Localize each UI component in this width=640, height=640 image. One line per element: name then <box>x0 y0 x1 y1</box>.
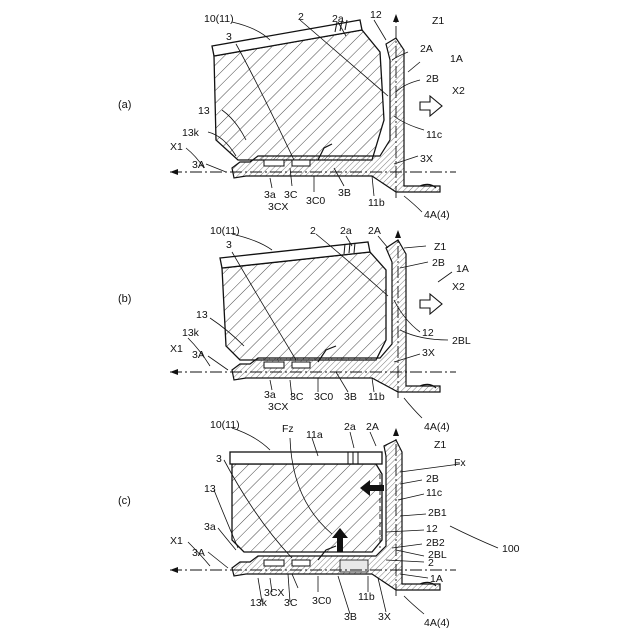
ref-3X: 3X <box>378 611 391 623</box>
axis-x1-label: X1 <box>170 141 183 153</box>
ref-2B: 2B <box>426 73 439 85</box>
axis-x1-arrowhead <box>170 169 178 175</box>
ref-cartridge: 10(11) <box>210 225 240 237</box>
ref-3C0: 3C0 <box>312 595 331 607</box>
ref-3: 3 <box>226 31 232 43</box>
ref-1A: 1A <box>430 573 443 585</box>
ref-11c: 11c <box>426 129 442 141</box>
ref-13: 13 <box>204 483 216 495</box>
force-fz-label: Fz <box>282 423 294 435</box>
ref-3B: 3B <box>344 611 357 623</box>
ref-2B: 2B <box>426 473 439 485</box>
ref-13k: 13k <box>182 327 200 339</box>
ref-3A: 3A <box>192 349 205 361</box>
ref-3C: 3C <box>284 597 298 609</box>
ref-3B: 3B <box>344 391 357 403</box>
ref-13: 13 <box>196 309 208 321</box>
axis-x1-label: X1 <box>170 535 183 547</box>
ref-3a: 3a <box>204 521 216 533</box>
ref-cartridge: 10(11) <box>204 13 234 25</box>
ref-13: 13 <box>198 105 210 117</box>
ref-3C: 3C <box>284 189 298 201</box>
axis-z1-arrowhead <box>393 428 399 436</box>
ref-2a: 2a <box>332 13 344 25</box>
ref-2B2: 2B2 <box>426 537 445 549</box>
ref-11b: 11b <box>368 197 385 209</box>
ref-3X: 3X <box>420 153 433 165</box>
panel-label: (a) <box>118 99 131 111</box>
axis-x1-arrowhead <box>170 567 178 573</box>
ref-3: 3 <box>216 453 222 465</box>
ref-3: 3 <box>226 239 232 251</box>
direction-arrow-x2 <box>420 96 442 116</box>
cartridge-body <box>212 20 384 160</box>
ref-13k: 13k <box>250 597 268 609</box>
ref-2A: 2A <box>420 43 433 55</box>
ref-3X: 3X <box>422 347 435 359</box>
ref-11c: 11c <box>426 487 442 499</box>
ref-3a: 3a <box>264 189 276 201</box>
ref-2A: 2A <box>368 225 381 237</box>
ref-3A: 3A <box>192 159 205 171</box>
ref-1A: 1A <box>450 53 463 65</box>
arrow-x2-label: X2 <box>452 281 465 293</box>
panel-c: (c) <box>118 419 520 629</box>
arrow-x2-label: X2 <box>452 85 465 97</box>
ref-3B: 3B <box>338 187 351 199</box>
ref-2B: 2B <box>432 257 445 269</box>
axis-z1-arrowhead <box>393 14 399 22</box>
cartridge-body <box>220 242 386 360</box>
ref-2a: 2a <box>344 421 356 433</box>
axis-z1-arrowhead <box>395 230 401 238</box>
axis-z1-label: Z1 <box>432 15 444 27</box>
ref-12: 12 <box>426 523 438 535</box>
ref-3CX: 3CX <box>264 587 284 599</box>
panel-a: (a) <box>118 9 465 221</box>
ref-3C0: 3C0 <box>314 391 333 403</box>
ref-3a: 3a <box>264 389 276 401</box>
ref-3CX: 3CX <box>268 401 288 413</box>
ref-11b: 11b <box>358 591 375 603</box>
ref-2BL: 2BL <box>452 335 471 347</box>
ref-13k: 13k <box>182 127 200 139</box>
ref-2: 2 <box>298 11 304 23</box>
ref-2: 2 <box>310 225 316 237</box>
ref-3CX: 3CX <box>268 201 288 213</box>
ref-cartridge: 10(11) <box>210 419 240 431</box>
ref-1A: 1A <box>456 263 469 275</box>
ref-3C0: 3C0 <box>306 195 325 207</box>
panel-label: (c) <box>118 495 131 507</box>
panel-label: (b) <box>118 293 131 305</box>
panel-b: (b) <box>118 225 471 433</box>
ref-100: 100 <box>502 543 520 555</box>
ref-4A: 4A(4) <box>424 421 450 433</box>
ref-4A: 4A(4) <box>424 617 450 629</box>
axis-x1-label: X1 <box>170 343 183 355</box>
ref-3A: 3A <box>192 547 205 559</box>
ref-3C: 3C <box>290 391 304 403</box>
direction-arrow-x2 <box>420 294 442 314</box>
ref-4A: 4A(4) <box>424 209 450 221</box>
ref-12: 12 <box>422 327 434 339</box>
ref-2: 2 <box>428 557 434 569</box>
ref-2a: 2a <box>340 225 352 237</box>
axis-z1-label: Z1 <box>434 439 446 451</box>
force-fx-label: Fx <box>454 457 466 469</box>
axis-z1-label: Z1 <box>434 241 446 253</box>
ref-11b: 11b <box>368 391 385 403</box>
ref-2A: 2A <box>366 421 379 433</box>
ref-2B1: 2B1 <box>428 507 447 519</box>
ref-12: 12 <box>370 9 382 21</box>
ref-11a: 11a <box>306 429 323 441</box>
axis-x1-arrowhead <box>170 369 178 375</box>
